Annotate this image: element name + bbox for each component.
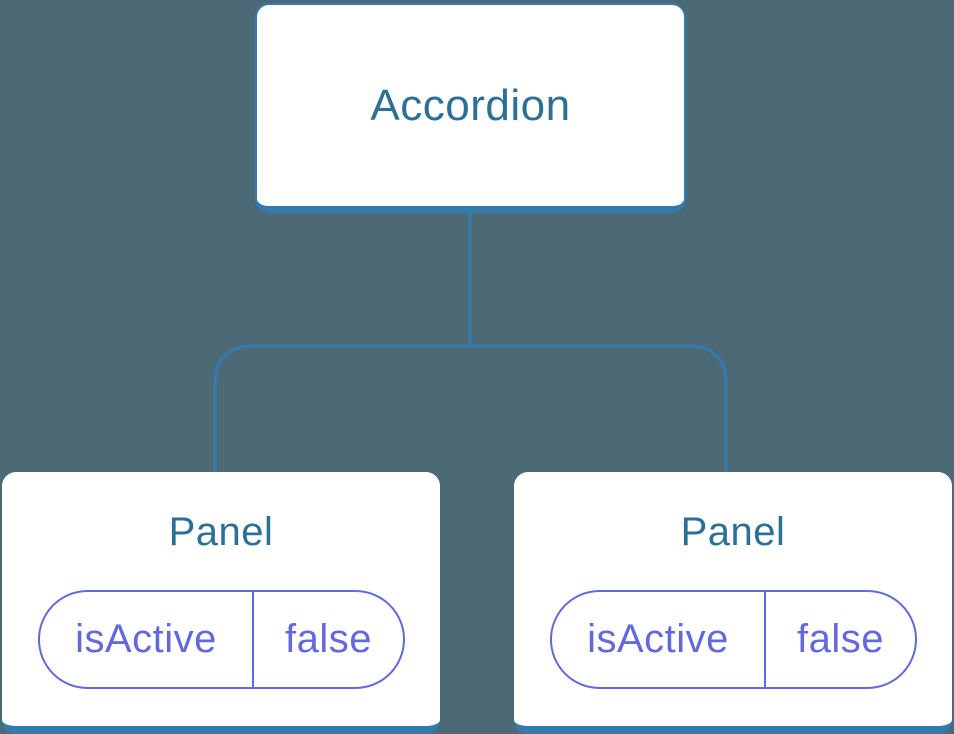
panel-node-label: Panel: [168, 510, 274, 554]
state-value: false: [285, 617, 372, 661]
state-pill: isActive false: [550, 590, 917, 689]
state-value: false: [797, 617, 884, 661]
panel-node-label: Panel: [680, 510, 786, 554]
state-name: isActive: [40, 592, 254, 687]
state-name: isActive: [552, 592, 766, 687]
children-branch-line: [213, 344, 728, 472]
panel-node-right: Panel isActive false: [514, 472, 952, 734]
panel-node-left: Panel isActive false: [2, 472, 440, 734]
state-pill: isActive false: [38, 590, 405, 689]
accordion-node-label: Accordion: [370, 80, 571, 130]
accordion-node: Accordion: [255, 3, 686, 213]
